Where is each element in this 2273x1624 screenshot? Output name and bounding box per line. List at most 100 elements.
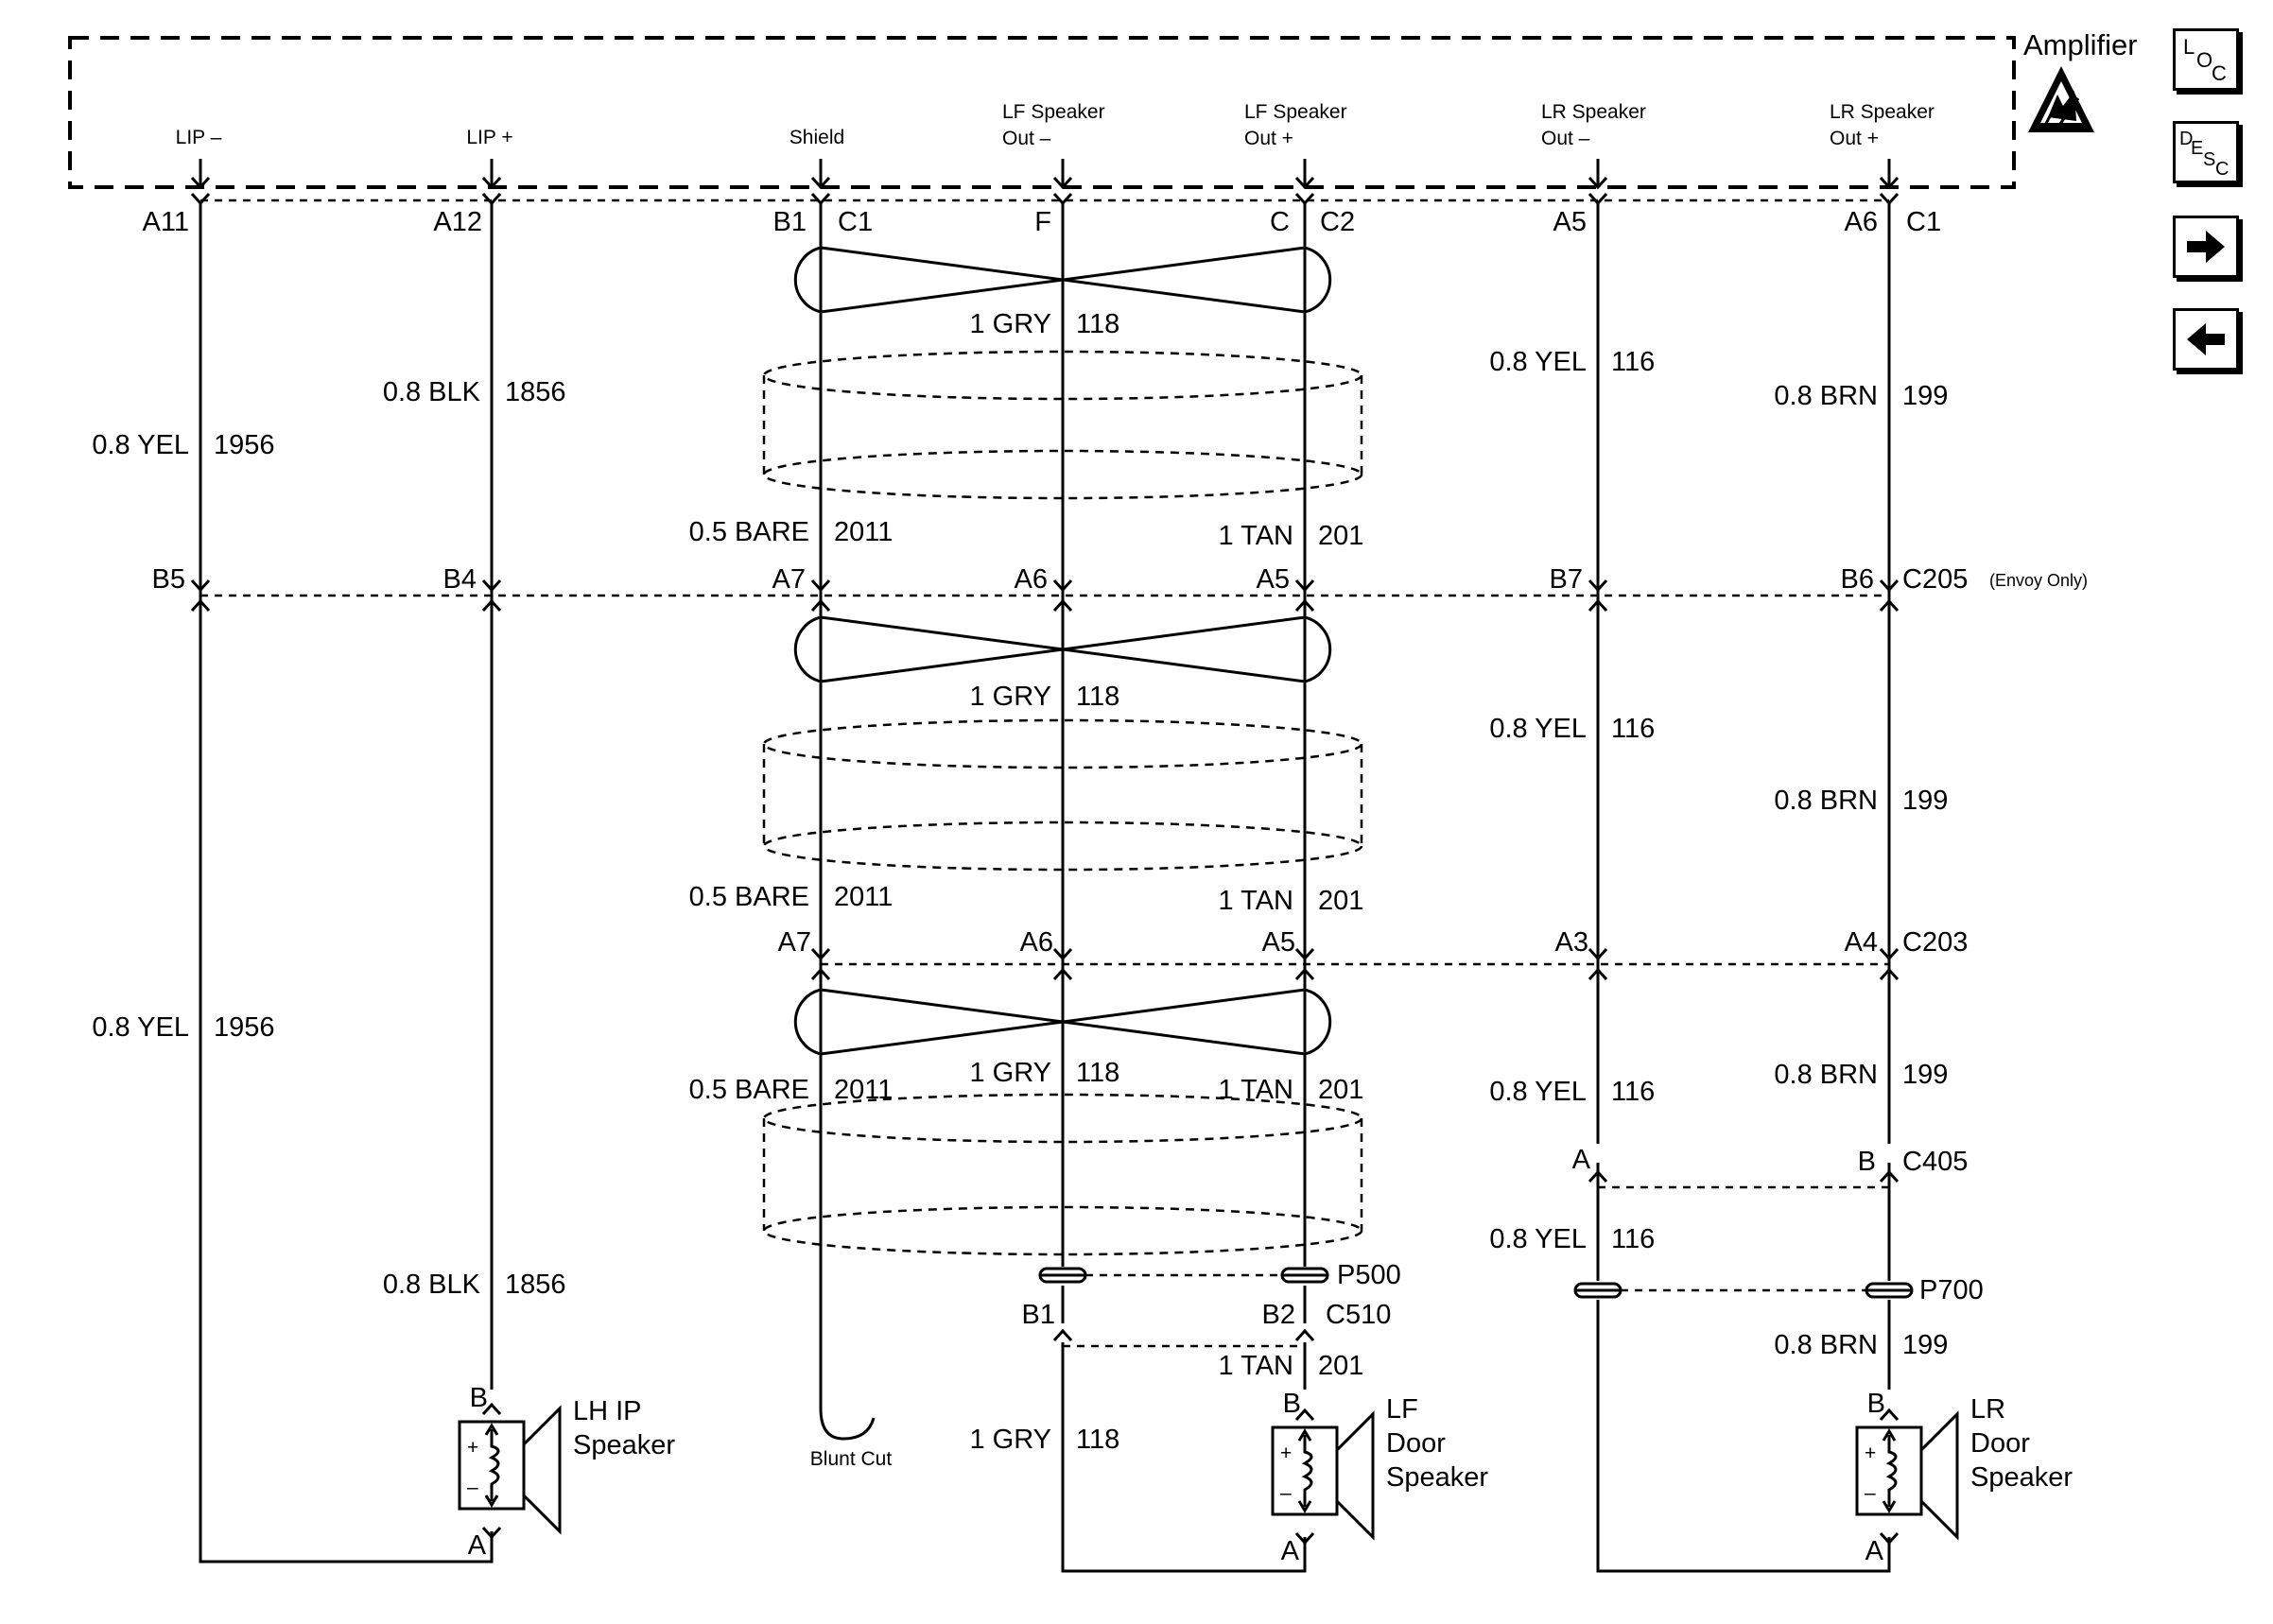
arrow-left-icon (2187, 323, 2225, 355)
output-lr-plus-line2: Out + (1830, 128, 1879, 149)
lr-door-pin-terminals (1879, 1408, 1900, 1546)
lf-door-pin-a: A (1281, 1536, 1300, 1566)
c405-name: C405 (1902, 1147, 1968, 1177)
location-button[interactable]: L O C (2173, 28, 2239, 91)
wire-118-size-4: 1 GRY (969, 1425, 1051, 1455)
blunt-cut-end (819, 1408, 876, 1441)
output-lf-plus-line2: Out + (1244, 128, 1293, 149)
wire-118-circuit-2: 118 (1076, 682, 1119, 712)
wire-2011-size-3: 0.5 BARE (689, 1075, 809, 1105)
pin-c: C (1270, 207, 1290, 237)
output-arrows (190, 159, 1900, 190)
wire-199-size-2: 0.8 BRN (1774, 786, 1878, 816)
wire-116-size: 0.8 YEL (1489, 347, 1587, 377)
lf-door-label-line2: Door (1386, 1428, 1446, 1459)
p500-name: P500 (1337, 1260, 1401, 1290)
desc-e-letter: E (2191, 138, 2203, 159)
loc-o-letter: O (2196, 48, 2212, 72)
output-lr-plus-line1: LR Speaker (1830, 101, 1935, 123)
c205-pin-b4: B4 (443, 564, 477, 595)
twisted-pair-3 (793, 988, 1332, 1056)
c203-name: C203 (1902, 927, 1968, 958)
output-lip-minus: LIP – (176, 127, 222, 148)
c405-pin-b: B (1858, 1147, 1876, 1177)
previous-page-button[interactable] (2173, 308, 2239, 371)
c205-pin-a7: A7 (772, 564, 806, 595)
desc-s-letter: S (2203, 149, 2215, 170)
wire-201-size-4: 1 TAN (1218, 1351, 1293, 1381)
c510-pin-b1: B1 (1022, 1300, 1055, 1330)
pin-b1: B1 (773, 207, 807, 237)
lf-door-plus: + (1280, 1443, 1292, 1464)
wire-1956-size-2: 0.8 YEL (92, 1012, 189, 1043)
lh-ip-pin-b: B (470, 1383, 488, 1413)
wire-1856-size-2: 0.8 BLK (383, 1270, 481, 1300)
c205-note: (Envoy Only) (1989, 571, 2088, 590)
esd-warning-icon (2028, 66, 2094, 132)
pin-c1-shield: C1 (838, 207, 873, 237)
lr-door-label-line1: LR (1970, 1394, 2005, 1425)
lf-door-label-line1: LF (1386, 1394, 1418, 1425)
wire-1956-circuit-2: 1956 (214, 1012, 275, 1043)
pin-a6: A6 (1845, 207, 1878, 237)
loc-l-letter: L (2183, 35, 2195, 59)
c203-terminals (810, 947, 1900, 981)
wire-1856-size: 0.8 BLK (383, 377, 481, 407)
output-shield: Shield (789, 127, 844, 148)
wire-116-size-2: 0.8 YEL (1489, 714, 1587, 744)
description-button[interactable]: D E S C (2173, 121, 2239, 183)
shield-cylinder-2 (762, 718, 1363, 872)
lr-door-plus: + (1865, 1443, 1876, 1464)
wire-2011-circuit-2: 2011 (834, 882, 893, 912)
next-page-button[interactable] (2173, 216, 2239, 278)
wire-201-size: 1 TAN (1218, 521, 1293, 551)
wire-116-circuit-3: 116 (1611, 1077, 1655, 1107)
wire-2011-circuit-3: 2011 (834, 1075, 893, 1105)
lf-door-label-line3: Speaker (1386, 1462, 1488, 1493)
wire-1856-circuit-2: 1856 (505, 1270, 566, 1300)
c205-pin-b5: B5 (152, 564, 185, 595)
wire-lines (199, 203, 1891, 1573)
lr-door-minus: – (1865, 1482, 1876, 1504)
p700-splice (1573, 1282, 1914, 1299)
lr-door-label-line2: Door (1970, 1428, 2030, 1459)
lh-ip-label-line2: Speaker (573, 1430, 675, 1460)
pin-a12: A12 (433, 207, 482, 237)
c405-pin-a: A (1572, 1145, 1591, 1175)
speaker-icon-lf-door (1271, 1410, 1375, 1541)
speaker-icon-lr-door (1855, 1410, 1959, 1541)
wire-1956-circuit: 1956 (214, 430, 275, 460)
speaker-icon-lh-ip (458, 1405, 562, 1535)
output-lf-plus-line1: LF Speaker (1244, 101, 1347, 123)
wire-199-circuit-2: 199 (1902, 786, 1948, 816)
lr-door-pin-a: A (1865, 1536, 1884, 1566)
p700-name: P700 (1919, 1275, 1984, 1305)
wire-118-circuit-4: 118 (1076, 1425, 1119, 1455)
c510-pin-b2: B2 (1262, 1300, 1295, 1330)
wire-201-circuit-2: 201 (1318, 886, 1363, 916)
amplifier-pin-terminals (190, 192, 1900, 206)
wire-116-circuit-2: 116 (1611, 714, 1655, 744)
pin-c2: C2 (1320, 207, 1355, 237)
c205-name: C205 (1902, 564, 1968, 595)
wire-116-size-4: 0.8 YEL (1489, 1224, 1587, 1254)
loc-c-letter: C (2212, 61, 2227, 85)
wire-116-circuit-4: 116 (1611, 1224, 1655, 1254)
arrow-right-icon (2187, 231, 2225, 263)
lh-ip-plus: + (467, 1437, 478, 1459)
wire-199-size: 0.8 BRN (1774, 381, 1878, 411)
pin-a11: A11 (143, 207, 189, 237)
wire-201-circuit: 201 (1318, 521, 1363, 551)
wire-201-size-3: 1 TAN (1218, 1075, 1293, 1105)
c205-pin-a5: A5 (1257, 564, 1290, 595)
amplifier-label: Amplifier (2023, 28, 2138, 61)
c205-pin-b6: B6 (1841, 564, 1874, 595)
c203-pin-a3: A3 (1555, 927, 1588, 958)
desc-d-letter: D (2179, 129, 2193, 149)
lh-ip-pin-terminals (481, 1402, 502, 1540)
desc-c-letter: C (2215, 159, 2229, 180)
c203-pin-a7: A7 (778, 927, 811, 958)
twisted-pair-2 (793, 615, 1332, 683)
output-lip-plus: LIP + (466, 127, 512, 148)
wire-201-size-2: 1 TAN (1218, 886, 1293, 916)
